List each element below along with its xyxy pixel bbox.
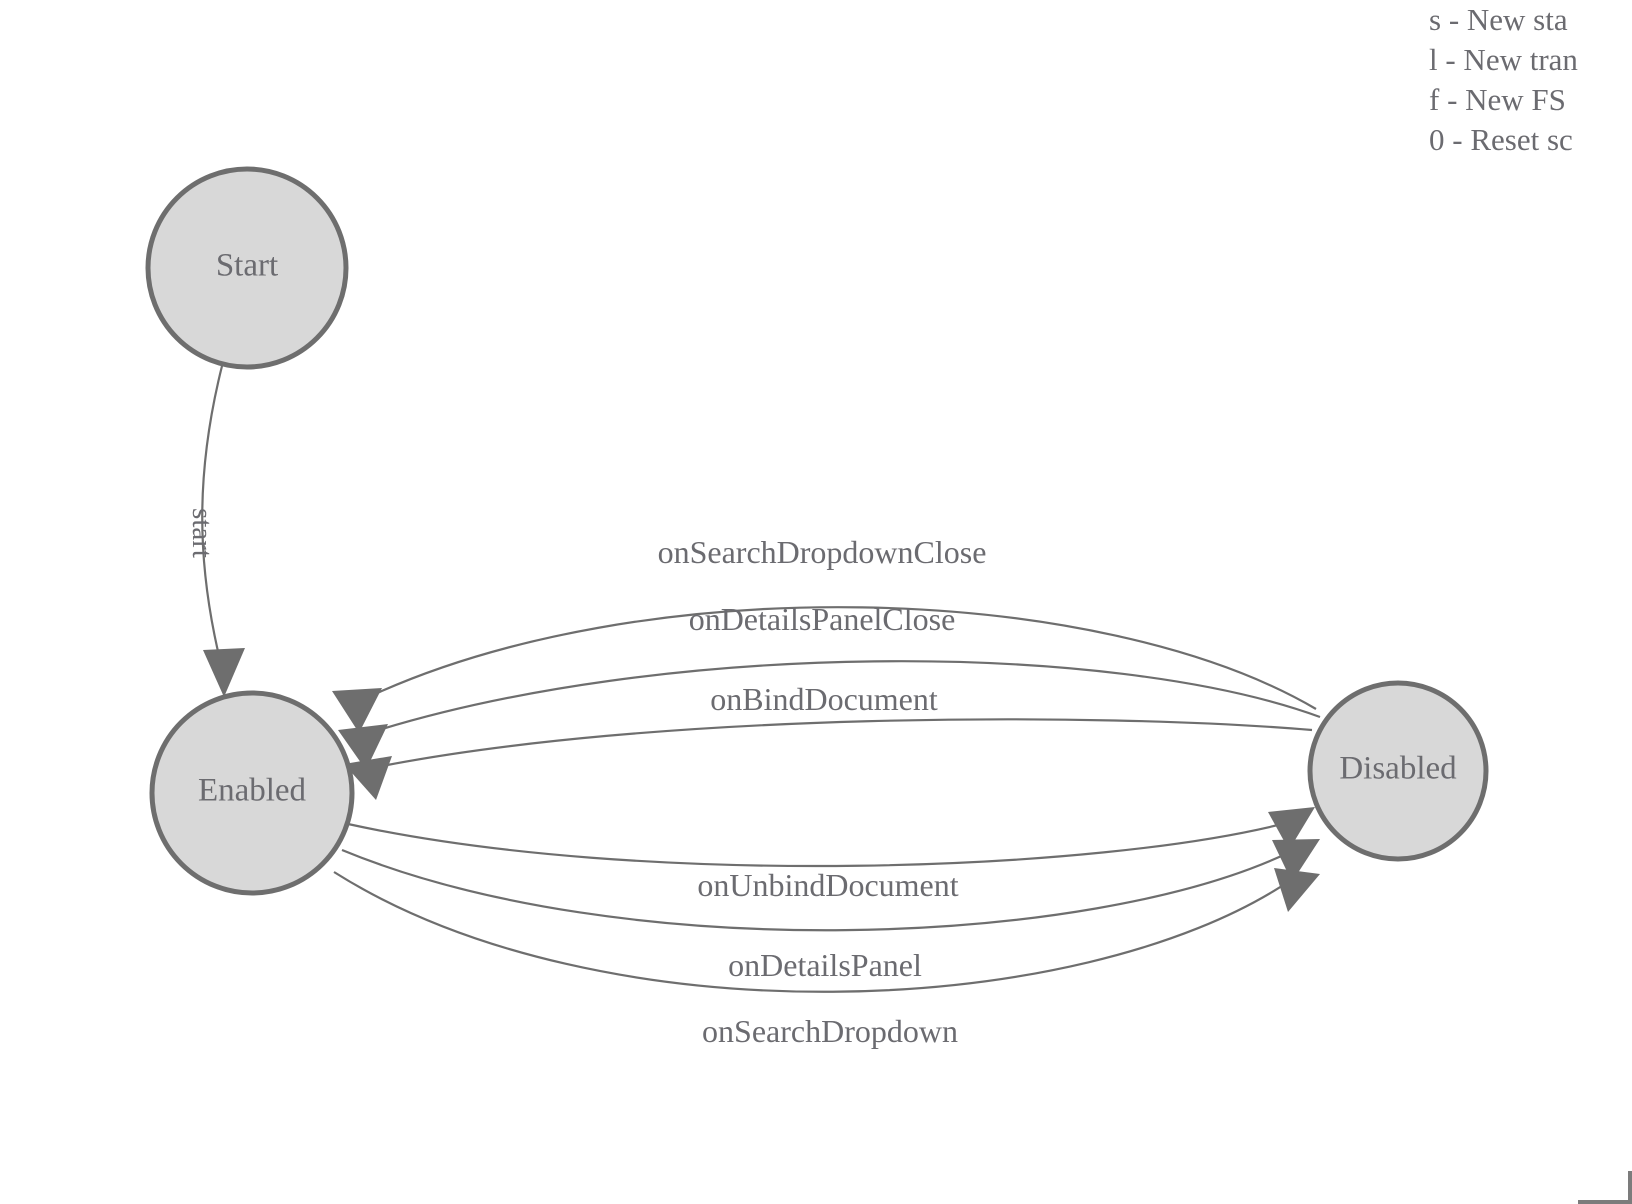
edge-on-search-dropdown-close[interactable]: [332, 606, 1317, 733]
edge-on-search-dropdown-path: [333, 871, 1289, 993]
edge-on-details-panel-close-path: [365, 660, 1321, 736]
legend-line-new-transition: l - New tran: [1429, 42, 1578, 77]
edge-on-bind-document-path: [371, 718, 1313, 770]
edge-on-bind-document[interactable]: [344, 718, 1313, 800]
corner-handle-horizontal-bar: [1578, 1200, 1632, 1204]
edge-start[interactable]: [201, 365, 245, 697]
edge-on-details-panel-arrowhead: [1272, 839, 1320, 882]
edge-on-details-panel-label: onDetailsPanel: [728, 947, 922, 983]
node-start-circle: [145, 166, 349, 370]
edge-on-details-panel-close-arrowhead: [338, 724, 388, 770]
edge-on-search-dropdown-close-arrowhead: [332, 688, 382, 733]
keyboard-shortcuts-legend: s - New sta l - New tran f - New FS 0 - …: [1429, 0, 1632, 160]
edge-on-search-dropdown-close-path: [361, 606, 1317, 710]
edge-start-path: [201, 365, 224, 661]
legend-line-new-state: s - New sta: [1429, 2, 1568, 37]
edge-on-search-dropdown-arrowhead: [1274, 868, 1320, 912]
edge-on-unbind-document-arrowhead: [1268, 807, 1315, 850]
corner-handle-vertical-bar: [1628, 1171, 1632, 1204]
edge-on-unbind-document-label: onUnbindDocument: [697, 867, 958, 903]
edge-on-bind-document-label: onBindDocument: [710, 681, 938, 717]
node-disabled-circle: [1307, 680, 1489, 862]
edge-start-arrowhead: [203, 648, 245, 697]
legend-line-reset: 0 - Reset sc: [1429, 122, 1573, 157]
edge-on-details-panel[interactable]: [341, 839, 1320, 932]
edge-on-details-panel-close-label: onDetailsPanelClose: [689, 601, 956, 637]
node-enabled[interactable]: Enabled: [149, 690, 355, 896]
node-enabled-circle: [149, 690, 355, 896]
node-disabled-label: Disabled: [1339, 751, 1457, 787]
node-start[interactable]: Start: [145, 166, 349, 370]
resize-corner-handle[interactable]: [1566, 1152, 1632, 1204]
edge-on-bind-document-arrowhead: [344, 756, 392, 800]
edge-on-search-dropdown-close-label: onSearchDropdownClose: [658, 534, 987, 570]
edge-on-details-panel-close[interactable]: [338, 660, 1321, 770]
edge-on-unbind-document[interactable]: [347, 807, 1315, 868]
node-start-label: Start: [216, 248, 278, 284]
edge-on-details-panel-path: [341, 848, 1291, 932]
legend-line-new-fsm: f - New FS: [1429, 82, 1566, 117]
edge-on-unbind-document-path: [347, 820, 1291, 868]
edge-start-label: start: [186, 508, 218, 558]
edge-on-search-dropdown-label: onSearchDropdown: [702, 1013, 958, 1049]
node-disabled[interactable]: Disabled: [1307, 680, 1489, 862]
edge-on-search-dropdown[interactable]: [333, 868, 1320, 993]
node-enabled-label: Enabled: [198, 773, 307, 809]
